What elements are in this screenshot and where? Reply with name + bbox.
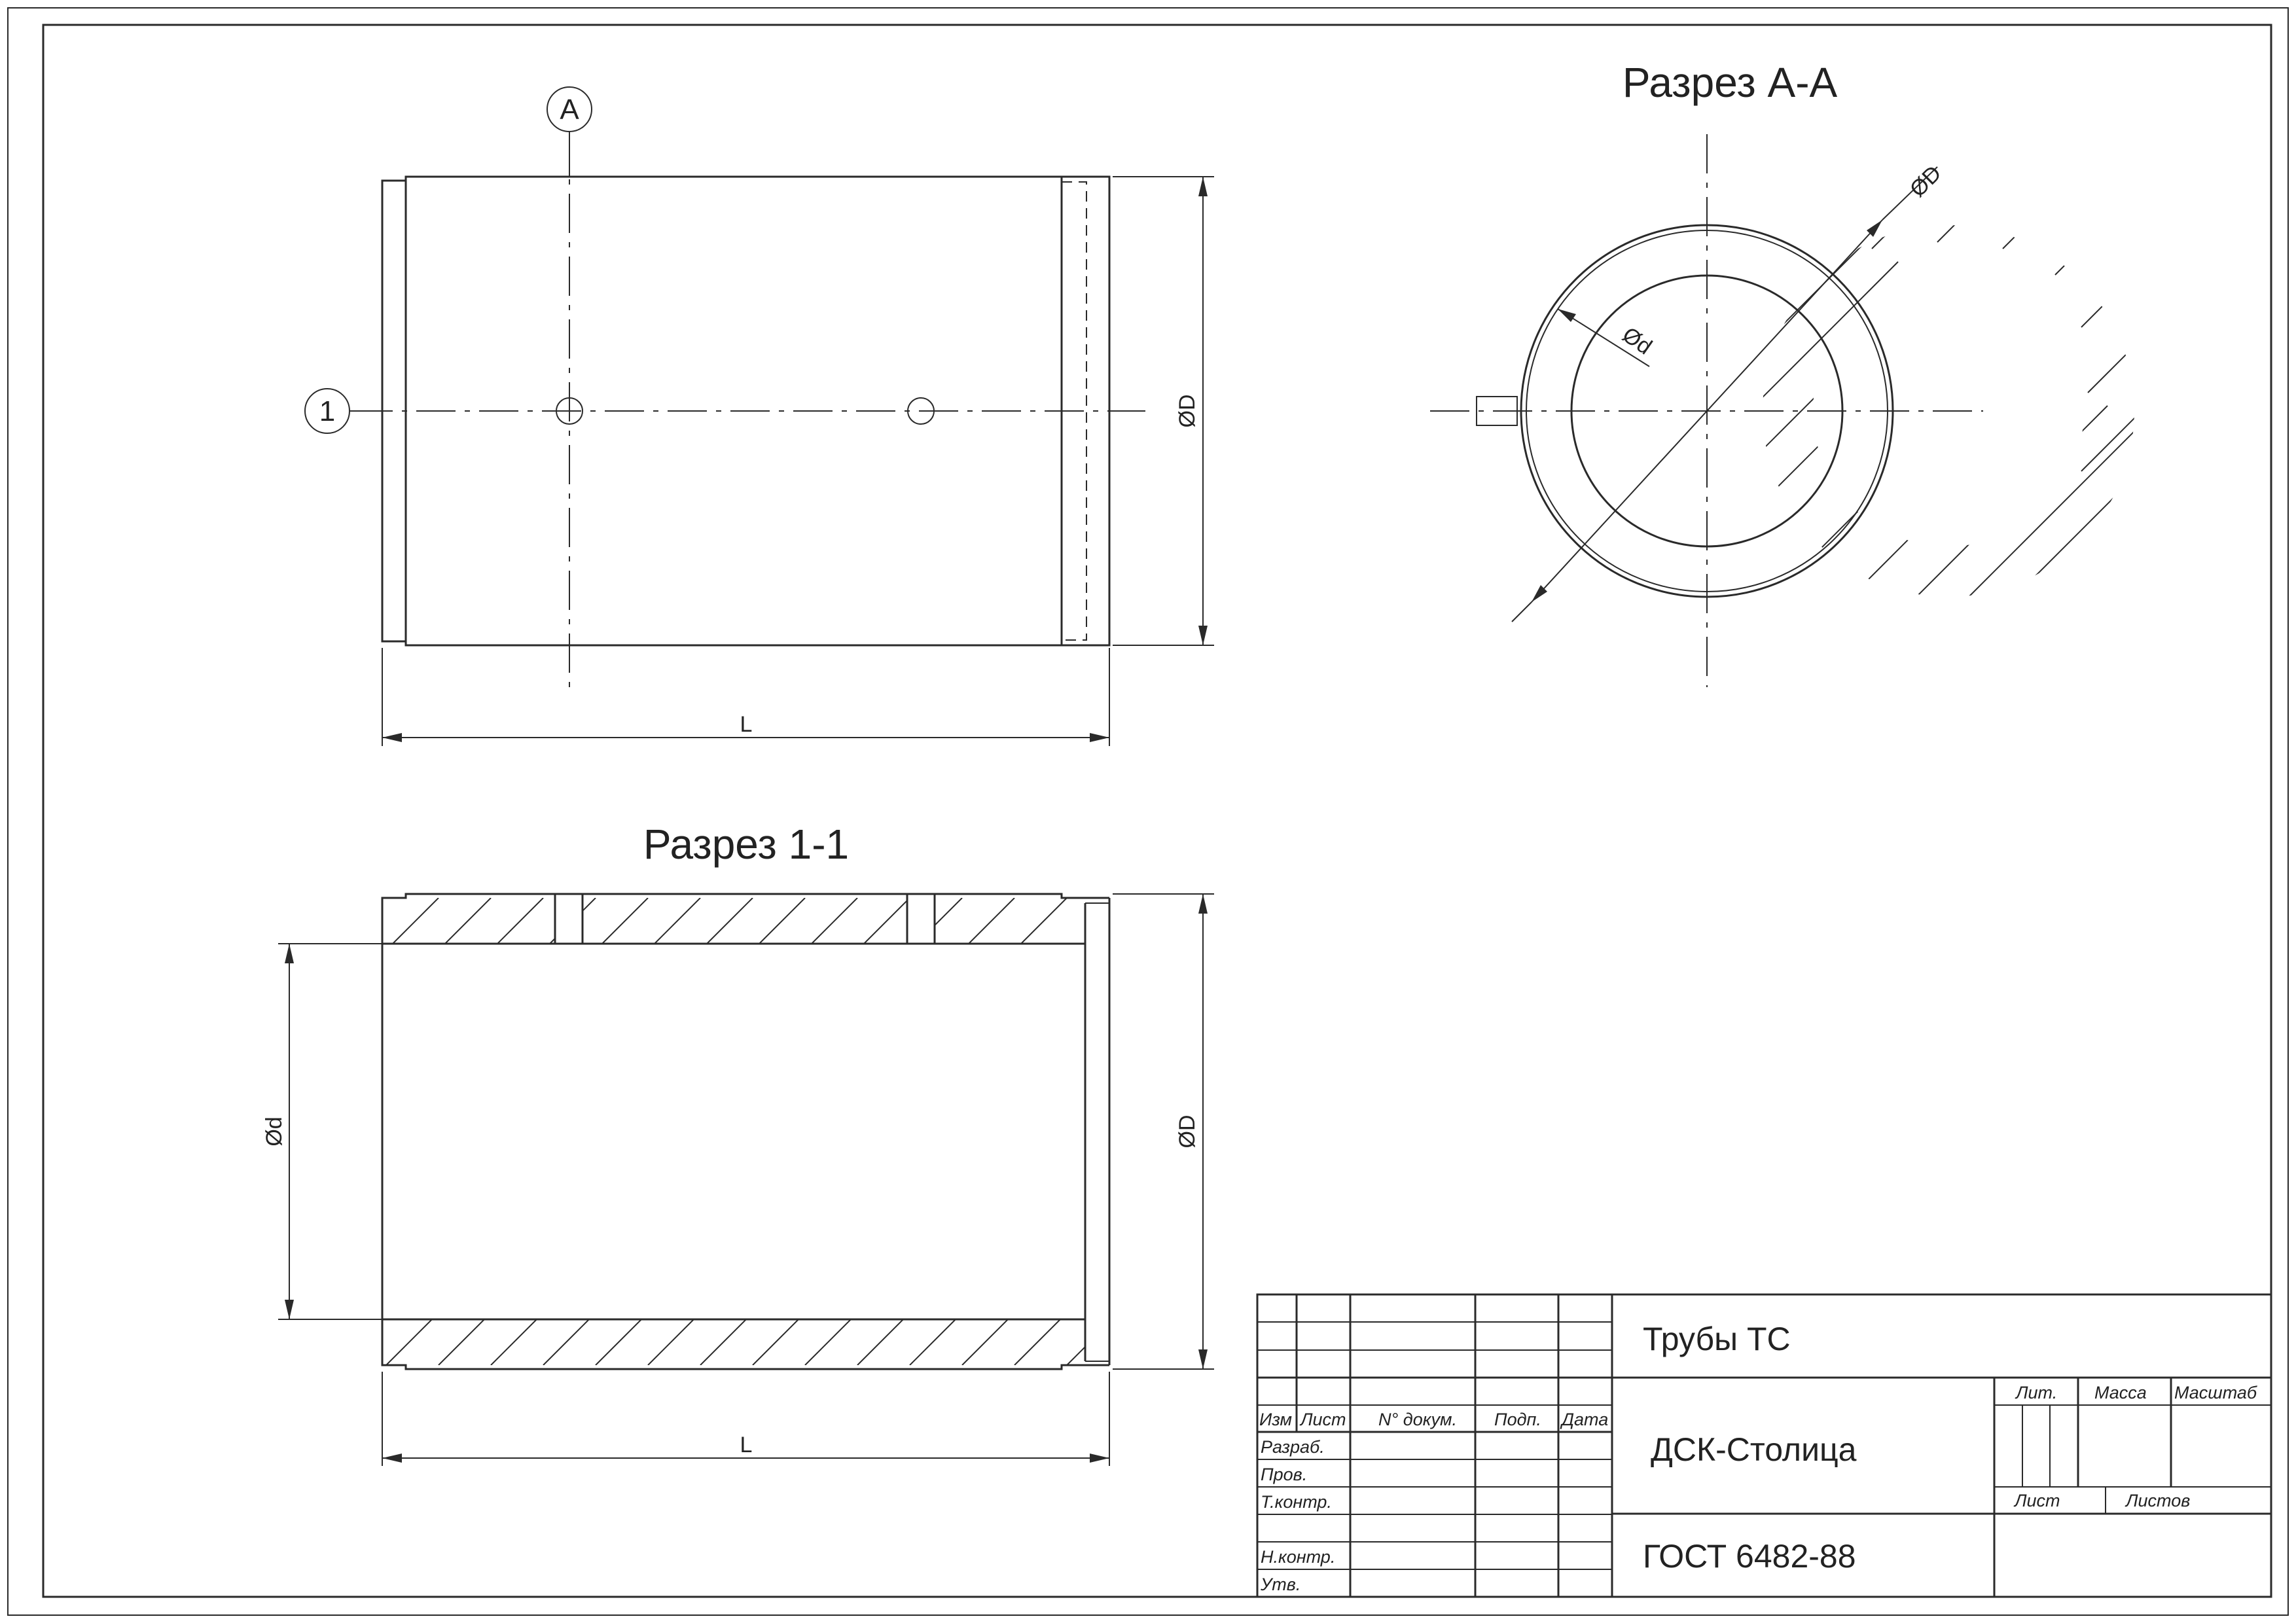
ring-outer-diameter-label: ØD: [1905, 161, 1946, 202]
row-label-approved: Утв.: [1260, 1575, 1300, 1594]
sheet-label: Лист: [2013, 1491, 2060, 1510]
section-inner-diameter-label: Ød: [262, 1116, 287, 1146]
callout-a-circle: [547, 86, 592, 132]
plan-outer-diameter-label: ØD: [1175, 395, 1200, 428]
mass-header: Масса: [2094, 1383, 2147, 1402]
section-a-a-view: Разрез А-А: [1430, 59, 2134, 687]
row-label-norm-control: Н.контр.: [1261, 1547, 1335, 1567]
section-1-1-view: Разрез 1-1: [262, 821, 1214, 1466]
section-outer-diameter-label: ØD: [1175, 1115, 1200, 1149]
col-header-doc-number: N° докум.: [1378, 1410, 1457, 1429]
organization-name: ДСК-Столица: [1651, 1431, 1857, 1468]
col-header-list: Лист: [1299, 1410, 1346, 1429]
section-1-1-title: Разрез 1-1: [643, 821, 849, 868]
callout-a-label: A: [560, 94, 579, 126]
sheets-label: Листов: [2125, 1491, 2190, 1510]
drawing-name: Трубы ТС: [1643, 1321, 1791, 1357]
plan-length-label: L: [740, 712, 753, 737]
hole-b: [907, 397, 935, 425]
side-hole-a: [554, 893, 584, 945]
title-block: Изм Лист N° докум. Подп. Дата Разраб. Пр…: [1256, 1293, 2272, 1598]
socket-hidden-line: [1062, 181, 1087, 641]
outer-frame: [7, 7, 2289, 1616]
section-a-a-title: Разрез А-А: [1623, 59, 1838, 106]
col-header-date: Дата: [1560, 1410, 1608, 1429]
row-label-tech-control: Т.контр.: [1261, 1492, 1332, 1512]
side-hole-b: [906, 893, 936, 945]
section-length-label: L: [740, 1433, 753, 1457]
scale-header: Масштаб: [2174, 1383, 2257, 1402]
top-wall-hatch: [392, 898, 1067, 944]
lit-header: Лит.: [2015, 1383, 2057, 1402]
row-label-checked: Пров.: [1261, 1465, 1307, 1484]
section-outer-top: [381, 893, 1109, 903]
callout-1-label: 1: [319, 395, 335, 427]
inner-frame: [42, 24, 2272, 1598]
bottom-wall-hatch: [386, 1319, 1085, 1365]
plan-view: A 1 ØD L: [304, 86, 1214, 746]
col-header-signature: Подп.: [1494, 1410, 1541, 1429]
standard-reference: ГОСТ 6482-88: [1643, 1538, 1856, 1575]
row-label-developed: Разраб.: [1261, 1437, 1325, 1457]
col-header-izm: Изм: [1259, 1410, 1292, 1429]
hole-a: [556, 397, 583, 425]
